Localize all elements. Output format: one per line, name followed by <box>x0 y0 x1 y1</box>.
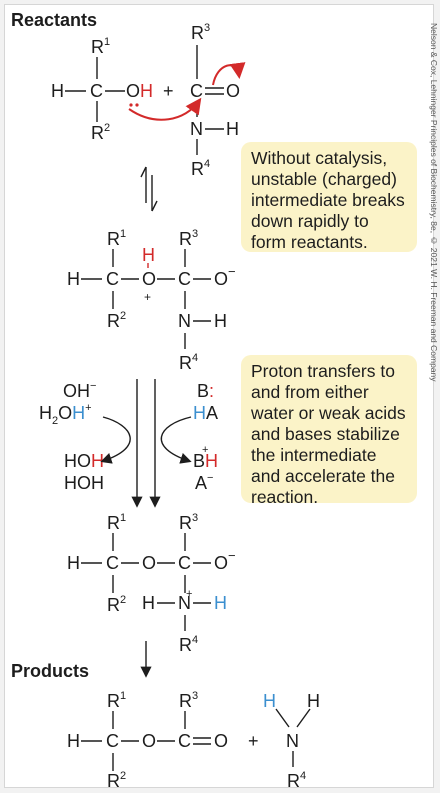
without-catalysis-note: Without catalysis, unstable (charged) in… <box>241 142 417 252</box>
conjugate-base-label: A− <box>195 472 213 493</box>
equilibrium-arrow <box>140 166 158 212</box>
svg-text:H: H <box>67 553 80 573</box>
r3-label: R3 <box>191 22 210 43</box>
r4-label: R4 <box>179 634 198 655</box>
svg-text:C: C <box>106 553 119 573</box>
svg-text:H: H <box>67 731 80 751</box>
svg-text:+: + <box>186 588 192 600</box>
o-atom: O <box>126 81 140 101</box>
r3-label: R3 <box>179 512 198 533</box>
product-plus: + <box>248 731 259 751</box>
base-label: B: <box>197 381 214 401</box>
water-label: HOH <box>64 473 104 493</box>
acid-curved-arrow <box>160 416 192 464</box>
hydroxide-label: OH− <box>63 380 96 401</box>
svg-text:O: O <box>214 553 228 573</box>
svg-text:C: C <box>106 731 119 751</box>
h-atom: H <box>51 81 64 101</box>
plus-sign: + <box>163 81 174 101</box>
amide-molecule: R3 C O N H R4 <box>190 22 240 179</box>
svg-text:C: C <box>178 731 191 751</box>
r2-label: R2 <box>107 594 126 615</box>
figure-frame: .t { font-family: "Liberation Sans", "De… <box>4 4 439 789</box>
r2-label: R2 <box>107 770 126 789</box>
acid-base-catalysis: OH− H2OH+ HOH HOH B: HA + BH A− <box>39 379 218 508</box>
reactants-heading: Reactants <box>11 10 97 30</box>
svg-text:H: H <box>67 269 80 289</box>
r3-label: R3 <box>179 690 198 711</box>
water-red-label: HOH <box>64 451 104 471</box>
proton-transfer-note: Proton transfers to and from either wate… <box>241 355 417 507</box>
conjugate-acid-label: BH <box>193 451 218 471</box>
alcohol-molecule: R1 H C O H R2 <box>51 36 153 143</box>
ester-product: R1 H C O R3 C O R2 <box>67 690 228 789</box>
svg-text:C: C <box>106 269 119 289</box>
svg-text:O: O <box>214 731 228 751</box>
r1-label: R1 <box>107 690 126 711</box>
acid-label: HA <box>193 403 218 423</box>
svg-text:O: O <box>142 553 156 573</box>
c-atom: C <box>90 81 103 101</box>
r3-label: R3 <box>179 228 198 249</box>
amide-h: H <box>226 119 239 139</box>
amine-h-blue: H <box>263 691 276 711</box>
amine-h: H <box>307 691 320 711</box>
products-heading: Products <box>11 661 89 681</box>
attack-arrow <box>128 97 202 121</box>
svg-text:O: O <box>214 269 228 289</box>
svg-text:−: − <box>228 548 236 563</box>
svg-text:O: O <box>142 731 156 751</box>
svg-text:H: H <box>214 311 227 331</box>
svg-text:N: N <box>178 311 191 331</box>
r4-label: R4 <box>179 352 198 373</box>
added-proton: H <box>142 245 155 265</box>
r1-label: R1 <box>107 512 126 533</box>
transferred-proton: H <box>214 593 227 613</box>
r2-label: R2 <box>91 122 110 143</box>
r1-label: R1 <box>107 228 126 249</box>
pi-bond-arrow <box>212 62 246 86</box>
svg-text:+: + <box>202 444 208 456</box>
r4-label: R4 <box>287 770 306 789</box>
hydroxyl-h: H <box>140 81 153 101</box>
carbonyl-o: O <box>226 81 240 101</box>
reaction-diagram: .t { font-family: "Liberation Sans", "De… <box>11 10 320 789</box>
copyright-text: Nelson & Cox, Lehninger Principles of Bi… <box>429 23 439 382</box>
svg-text:+: + <box>144 290 151 304</box>
tetrahedral-intermediate: R1 H C H O + R3 C O − R2 N H R4 <box>67 228 236 373</box>
svg-text:C: C <box>178 553 191 573</box>
amine-n: N <box>286 731 299 751</box>
r4-label: R4 <box>191 158 210 179</box>
svg-text:N: N <box>178 593 191 613</box>
carbonyl-c: C <box>190 81 203 101</box>
water-curved-arrow <box>100 416 131 464</box>
amide-n: N <box>190 119 203 139</box>
amine-product: H H N R4 <box>263 691 320 789</box>
r2-label: R2 <box>107 310 126 331</box>
svg-text:C: C <box>178 269 191 289</box>
svg-text:O: O <box>142 269 156 289</box>
svg-text:H: H <box>142 593 155 613</box>
hydronium-label: H2OH+ <box>39 402 92 427</box>
stabilized-intermediate: R1 H C O R3 C O − R2 H N + H R4 <box>67 512 236 655</box>
r1-label: R1 <box>91 36 110 57</box>
svg-text:−: − <box>228 264 236 279</box>
